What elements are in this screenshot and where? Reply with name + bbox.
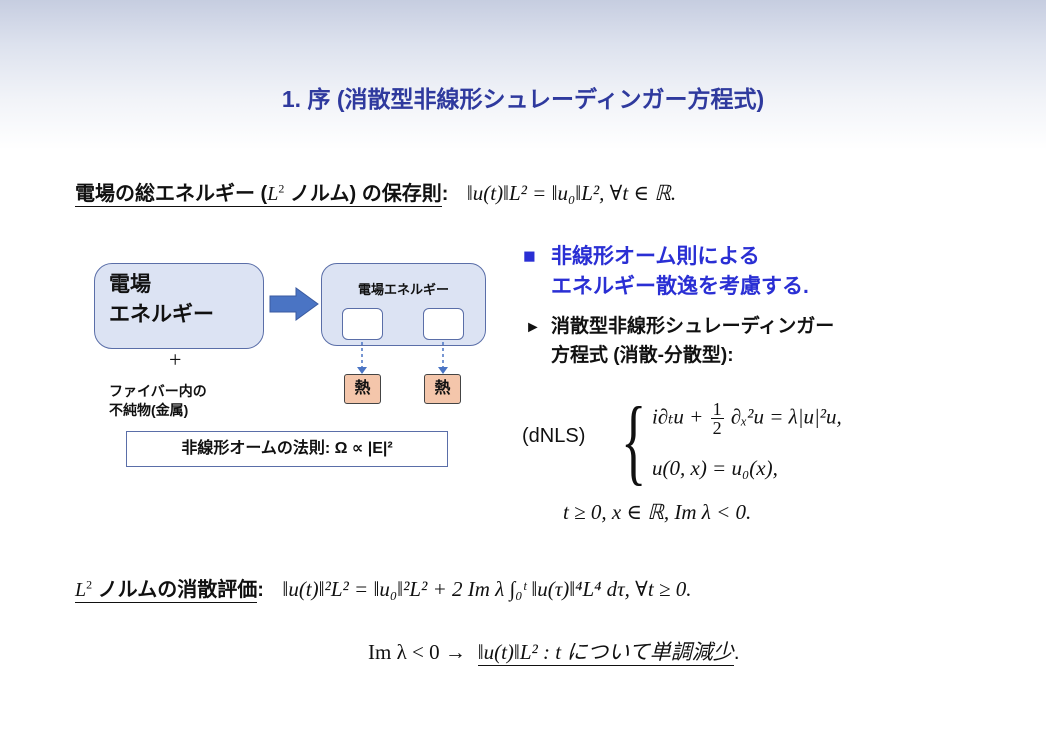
right-arrow-icon	[269, 287, 319, 321]
dnls-equation-2: u(0, x) = u₀(x),	[652, 456, 778, 480]
slide-title: 1. 序 (消散型非線形シュレーディンガー方程式)	[281, 86, 765, 112]
efield-label: 電場 エネルギー	[109, 273, 214, 326]
impurity-label: ファイバー内の 不純物(金属)	[109, 383, 207, 418]
brace: {	[621, 387, 647, 494]
dissipation-formula: ‖u(t)‖²L² = ‖u₀‖²L² + 2 Im λ ∫₀ᵗ ‖u(τ)‖⁴…	[282, 577, 692, 601]
dissipation-heading: 非線形オーム則による エネルギー散逸を考慮する.	[551, 245, 809, 298]
down-arrow-icon	[357, 342, 367, 374]
nonlinear-ohm-law-box: 非線形オームの法則: Ω ∝ |E|²	[126, 431, 448, 467]
energy-slot-right	[423, 308, 464, 340]
square-bullet-icon: ■	[523, 245, 536, 268]
heat-box: 熱	[424, 374, 461, 404]
dnls-item: 消散型非線形シュレーディンガー 方程式 (消散-分散型):	[551, 316, 835, 366]
header-band	[0, 0, 1046, 150]
energy-slot-left	[342, 308, 383, 340]
triangle-bullet-icon: ►	[525, 319, 541, 336]
dnls-label: (dNLS)	[522, 425, 586, 447]
heat-box: 熱	[344, 374, 381, 404]
conservation-formula: ‖u(t)‖L² = ‖u₀‖L², ∀t ∈ ℝ.	[466, 181, 677, 205]
conclusion-line: Im λ < 0 → ‖u(t)‖L² : t について単調減少.	[368, 640, 740, 666]
conservation-label: 電場の総エネルギー (L2 ノルム) の保存則	[75, 181, 442, 207]
efield-box	[94, 263, 264, 349]
energy-box-title: 電場エネルギー	[357, 282, 449, 297]
dnls-conditions: t ≥ 0, x ∈ ℝ, Im λ < 0.	[563, 500, 752, 524]
conclusion-underlined: ‖u(t)‖L² : t について単調減少	[477, 640, 734, 666]
conservation-line: 電場の総エネルギー (L2 ノルム) の保存則: ‖u(t)‖L² = ‖u₀‖…	[75, 181, 677, 207]
dissipation-line: L2 ノルムの消散評価: ‖u(t)‖²L² = ‖u₀‖²L² + 2 Im …	[75, 577, 692, 603]
dissipation-label: L2 ノルムの消散評価	[75, 577, 258, 603]
down-arrow-icon	[438, 342, 448, 374]
plus-sign: +	[169, 347, 182, 372]
